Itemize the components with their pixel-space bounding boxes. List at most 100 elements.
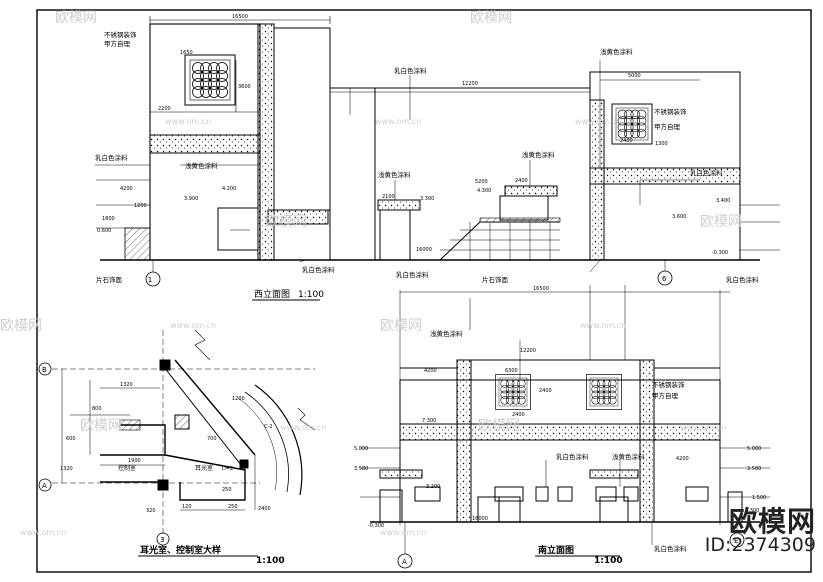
dim-south-17: 1.300: [745, 508, 759, 514]
wm-brand: 欧模网: [478, 418, 520, 434]
dim-detail-14: C-2: [264, 424, 272, 430]
dim-detail-1: 1320: [120, 382, 133, 388]
note-owner-2: 甲方自理: [654, 122, 681, 131]
dim-detail-11: 1200: [232, 396, 245, 402]
title-detail: 耳光室、控制室大样: [140, 544, 221, 556]
dim-west-3: 3600: [238, 84, 251, 90]
wm-brand: 欧模网: [470, 10, 512, 26]
dim-west-13: 5200: [475, 179, 488, 185]
wm-url: www.om.cn: [380, 528, 426, 537]
wm-url: www.om.cn: [20, 528, 66, 537]
watermark-brand-badge: 欧模网: [728, 505, 816, 538]
note-stainless-2: 不锈钢装饰: [654, 107, 687, 116]
wm-url: www.om.cn: [575, 117, 621, 126]
note-south-stainless: 不锈钢装饰: [652, 380, 685, 389]
dim-west-4: 2200: [158, 106, 171, 112]
wm-brand: 欧模网: [55, 10, 97, 26]
dim-detail-5: 1900: [128, 458, 141, 464]
grid-mark-a-south: A: [402, 558, 407, 566]
note-stone-2: 片石饰面: [482, 275, 509, 284]
note-stainless-1: 不锈钢装饰: [104, 30, 137, 39]
title-south: 南立面图: [538, 544, 574, 556]
wm-brand: 欧模网: [80, 418, 122, 434]
dim-west-10: 4.200: [222, 186, 236, 192]
scale-west: 1:100: [298, 290, 324, 300]
note-south-white-3: 乳白色涂料: [556, 452, 589, 461]
wm-url: www.om.cn: [165, 117, 211, 126]
ornament-west-left: [184, 54, 236, 106]
dim-south-8: 5.000: [354, 446, 368, 452]
dim-west-5: 4200: [120, 186, 133, 192]
dim-west-11: 12200: [462, 81, 478, 87]
wm-url: www.om.cn: [680, 423, 726, 432]
watermark-id-badge: ID:2374309: [704, 534, 816, 556]
note-south-white-2: 乳白色涂料: [726, 275, 759, 284]
wm-brand: 欧模网: [700, 214, 742, 230]
dim-south-7: 2400: [539, 388, 552, 394]
dim-south-10: 3.200: [426, 484, 440, 490]
dim-west-21: 2400: [620, 138, 633, 144]
dim-detail-13: D=2: [222, 466, 233, 472]
dim-south-5: 2400: [512, 412, 525, 418]
note-south-white-1: 乳白色涂料: [396, 270, 429, 279]
dim-west-16: 2100: [382, 194, 395, 200]
note-south-white-4: 乳白色涂料: [654, 544, 687, 553]
dim-west-14: 4.300: [477, 188, 491, 194]
south-elevation: [360, 285, 770, 569]
wm-brand: 欧模网: [380, 318, 422, 334]
dim-detail-6: 700: [207, 436, 217, 442]
sheet-border: [36, 9, 812, 573]
dim-south-9: 3.580: [354, 466, 368, 472]
dim-south-14: 3.580: [747, 466, 761, 472]
south-annotations: 浅黄色涂料 乳白色涂料 乳白色涂料 不锈钢装饰 甲方自理 乳白色涂料 浅黄色涂料…: [354, 270, 766, 566]
note-south-yellow-1: 浅黄色涂料: [430, 329, 463, 338]
grid-mark-e: E: [734, 537, 738, 545]
note-stone-1: 片石饰面: [96, 275, 123, 284]
watermark-layer: 欧模网 欧模网 欧模网 欧模网 欧模网 欧模网 欧模网 欧模网 www.om.c…: [0, 10, 742, 537]
note-yellow-2: 浅黄色涂料: [600, 47, 633, 56]
note-south-owner: 甲方自理: [652, 391, 679, 400]
dim-west-22: 1300: [655, 141, 668, 147]
grid-mark-a: A: [42, 482, 47, 490]
wm-url: www.om.cn: [170, 321, 216, 330]
wm-url: www.om.cn: [280, 423, 326, 432]
dim-detail-2: 600: [66, 436, 76, 442]
dim-west-18: 16000: [416, 247, 432, 253]
scale-south: 1:100: [594, 556, 623, 566]
wm-url: www.om.cn: [580, 321, 626, 330]
room-control: 控制室: [118, 464, 136, 472]
dim-west-8: 0.600: [97, 228, 111, 234]
dim-south-3: 4200: [424, 368, 437, 374]
dim-detail-7: 250: [222, 487, 232, 493]
dim-west-12: 5000: [628, 73, 641, 79]
grid-mark-1: 1: [148, 276, 152, 284]
concrete-band: [149, 134, 261, 154]
west-elevation: [95, 16, 780, 301]
note-milkwhite-1: 乳白色涂料: [394, 66, 427, 75]
wm-brand: 欧模网: [265, 214, 307, 230]
dim-south-1: 16500: [533, 286, 549, 292]
note-south-yellow-2: 浅黄色涂料: [612, 452, 645, 461]
dim-south-6: 7.300: [422, 418, 436, 424]
note-yellow-3: 浅黄色涂料: [522, 150, 555, 159]
detail-annotations: 1320 600 800 1320 1900 700 250 250 120 3…: [42, 366, 285, 566]
detail-plan: [38, 329, 316, 557]
note-owner-1: 甲方自理: [104, 39, 131, 48]
dim-south-13: 5.000: [747, 446, 761, 452]
dim-south-4: 6300: [505, 368, 518, 374]
dim-west-17: 3.300: [420, 196, 434, 202]
dim-detail-12: 2400: [258, 506, 271, 512]
note-milkwhite-3: 乳白色涂料: [690, 168, 723, 177]
dim-west-7: 1800: [102, 216, 115, 222]
dim-west-2: 1650: [180, 50, 193, 56]
scale-detail: 1:100: [256, 556, 285, 566]
dim-west-15: 2400: [515, 178, 528, 184]
dim-west-6: 1200: [134, 203, 147, 209]
dim-detail-3: 800: [92, 406, 102, 412]
west-annotations: 不锈钢装饰 甲方自理 乳白色涂料 浅黄色涂料 浅黄色涂料 不锈钢装饰 甲方自理 …: [95, 14, 730, 300]
dim-detail-9: 120: [182, 504, 192, 510]
grid-mark-6: 6: [662, 275, 667, 283]
dim-south-2: 12200: [520, 348, 536, 354]
grid-mark-b: B: [42, 366, 47, 374]
title-west: 西立面图: [254, 288, 290, 300]
